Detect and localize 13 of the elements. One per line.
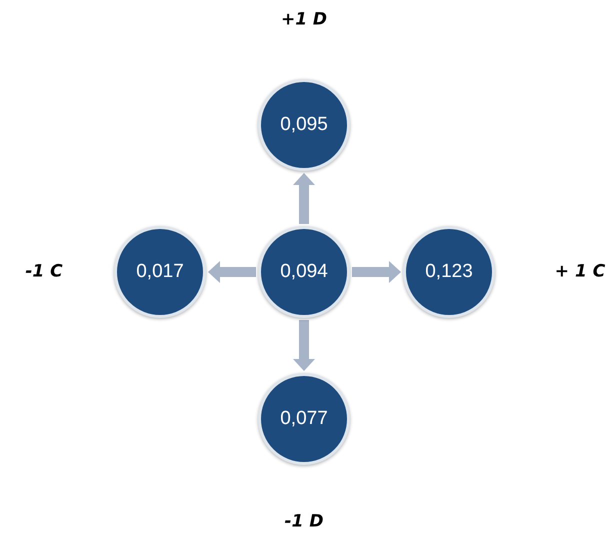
step-label: -1 C: [25, 260, 63, 284]
step-label: +1 D: [280, 8, 328, 32]
block-arrow: [208, 261, 256, 283]
block-arrow: [293, 320, 315, 371]
step-label: + 1 C: [554, 260, 606, 284]
value-text: 0,095: [280, 112, 328, 137]
block-arrow: [352, 261, 401, 283]
value-text: 0,123: [425, 260, 473, 284]
block-arrow: [293, 173, 315, 224]
value-text: 0,094: [280, 260, 328, 284]
value-text: 0,017: [136, 260, 184, 284]
step-label: -1 D: [284, 510, 324, 534]
value-text: 0,077: [280, 406, 328, 431]
